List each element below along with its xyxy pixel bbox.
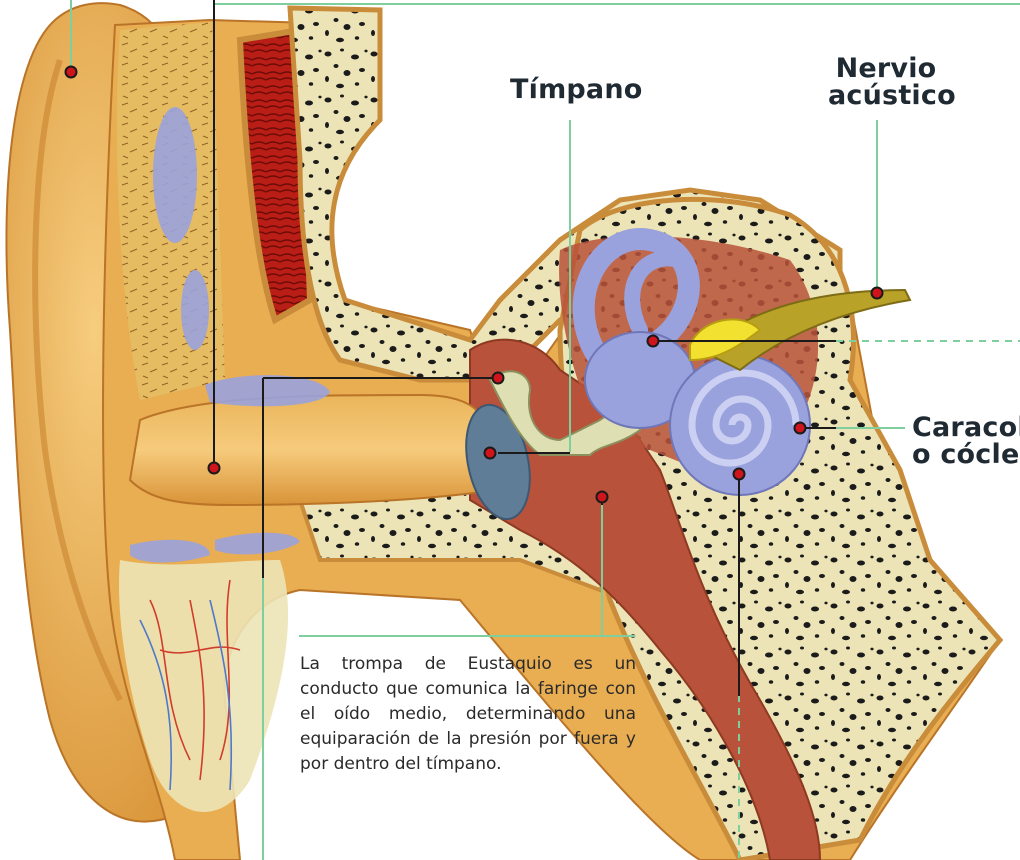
marker-eardrum bbox=[485, 448, 496, 459]
eustachian-caption: La trompa de Eustaquio es un conducto qu… bbox=[300, 652, 636, 777]
ear-canal bbox=[130, 395, 495, 505]
label-timpano-text: Tímpano bbox=[510, 76, 643, 103]
label-nervio-line2: acústico bbox=[828, 82, 944, 109]
marker-ossicles bbox=[493, 373, 504, 384]
label-timpano: Tímpano bbox=[510, 76, 643, 103]
marker-pinna bbox=[66, 67, 77, 78]
label-caracol-line1: Caracol bbox=[912, 414, 1020, 441]
marker-eustachian-tube bbox=[597, 492, 608, 503]
label-caracol-line2: o cóclea bbox=[912, 441, 1020, 468]
marker-ear-canal bbox=[209, 463, 220, 474]
marker-semicircular bbox=[648, 336, 659, 347]
marker-nerve bbox=[872, 288, 883, 299]
marker-inner-ear bbox=[734, 469, 745, 480]
label-nervio-acustico: Nervio acústico bbox=[828, 55, 944, 109]
label-caracol: Caracol o cóclea bbox=[912, 414, 1020, 468]
label-nervio-line1: Nervio bbox=[828, 55, 944, 82]
marker-cochlea bbox=[795, 423, 806, 434]
